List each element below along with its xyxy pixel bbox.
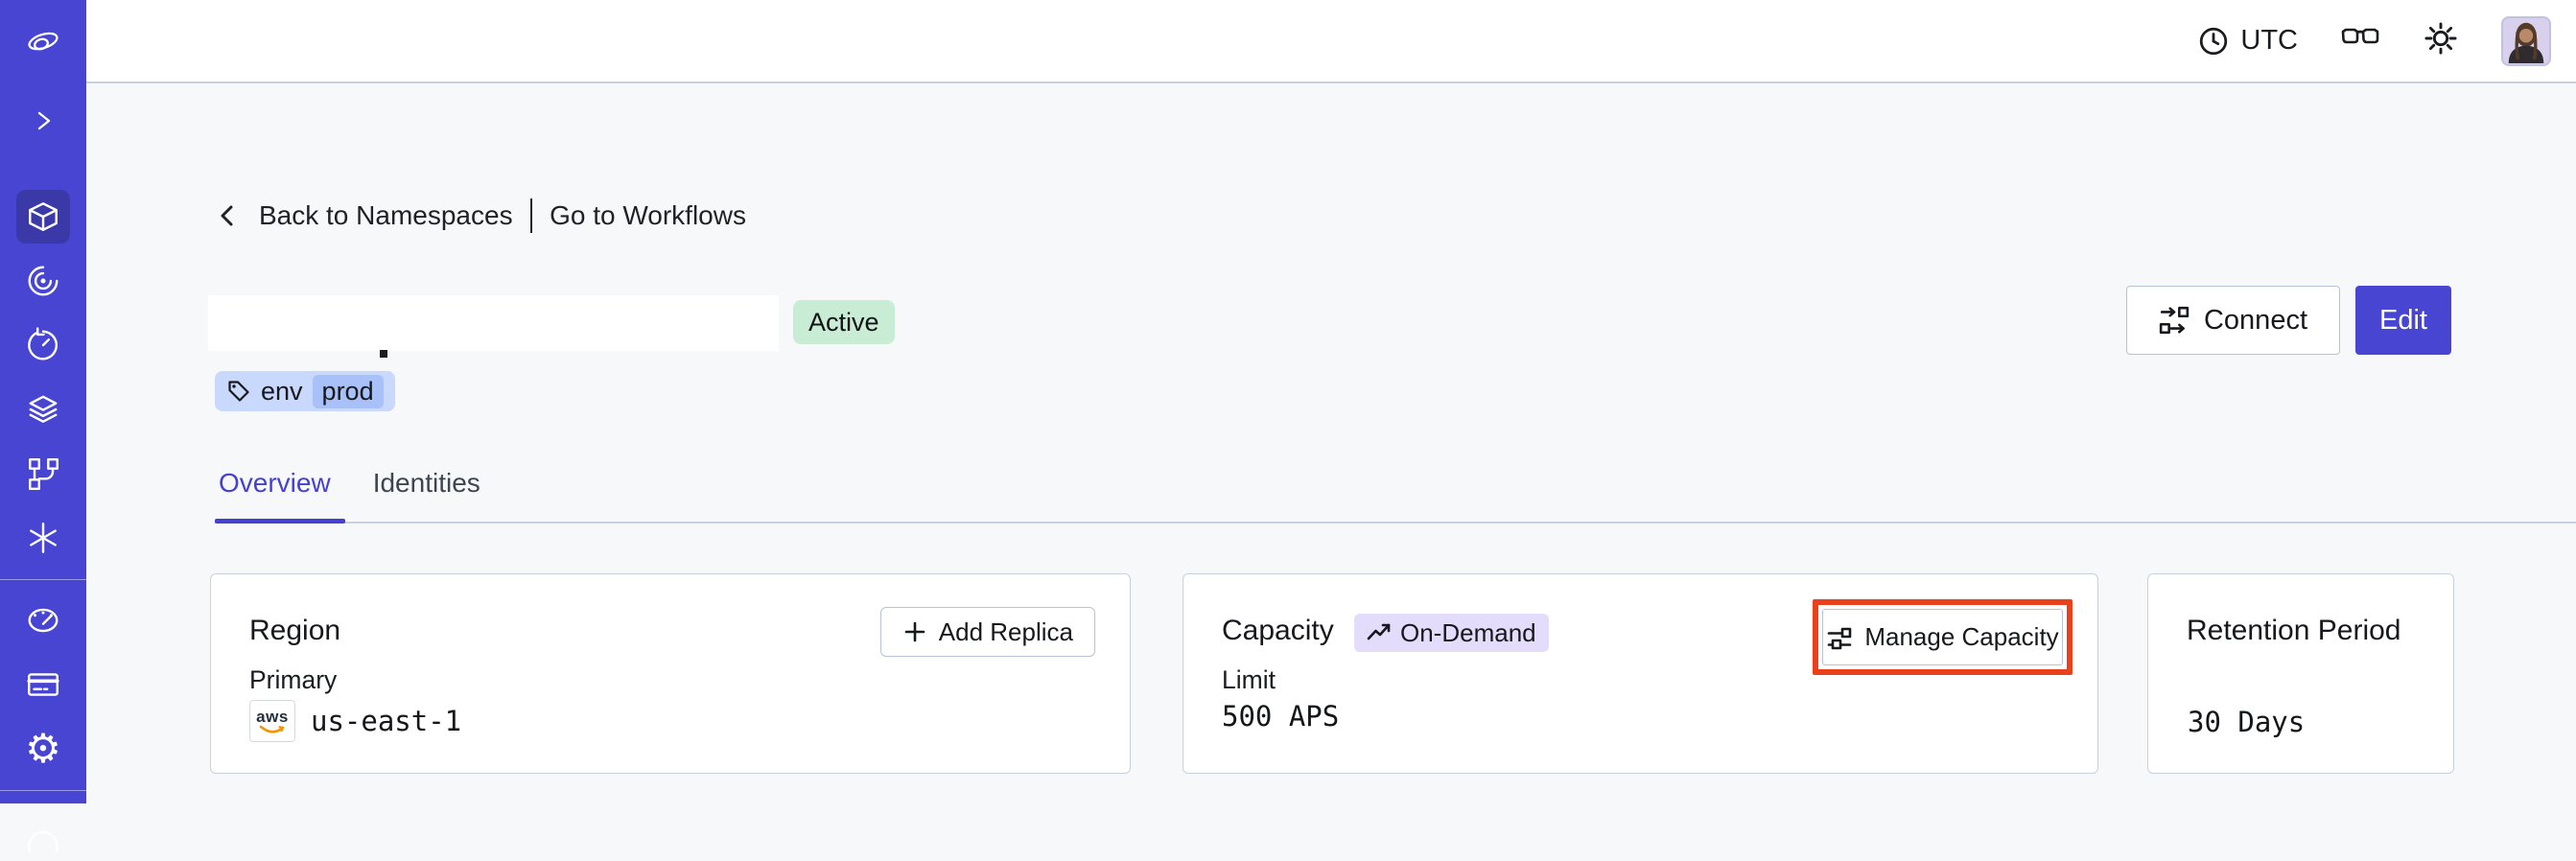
- title-artifact-dot: [380, 350, 387, 358]
- namespace-tag[interactable]: env prod: [215, 371, 395, 411]
- timezone-selector[interactable]: UTC: [2198, 25, 2298, 57]
- tag-key: env: [261, 376, 303, 406]
- connect-button-label: Connect: [2203, 304, 2307, 336]
- billing-card-icon: [27, 673, 59, 696]
- sidebar-item-batch-operations[interactable]: [16, 447, 70, 500]
- sidebar-divider: [0, 579, 86, 580]
- retention-card-title: Retention Period: [2187, 615, 2401, 646]
- annotation-highlight-box: Manage Capacity: [1813, 599, 2073, 675]
- glasses-icon: [2341, 28, 2379, 44]
- avatar-image: [2508, 22, 2544, 63]
- breadcrumb-separator: [529, 198, 533, 233]
- tag-value-chip: prod: [312, 374, 384, 408]
- schedules-clock-icon: [28, 327, 59, 361]
- app-root: ⚙ UTC: [0, 0, 2576, 803]
- edit-button[interactable]: Edit: [2355, 286, 2451, 355]
- user-avatar[interactable]: [2501, 15, 2551, 66]
- tab-bar: Overview Identities: [219, 468, 480, 499]
- clock-icon: [2200, 27, 2228, 55]
- status-badge: Active: [793, 300, 895, 344]
- capacity-card-title: Capacity: [1222, 615, 1334, 646]
- aws-smile: [259, 725, 285, 733]
- region-value-row: aws us-east-1: [249, 700, 461, 742]
- trending-up-icon: [1367, 623, 1391, 640]
- theme-toggle-button[interactable]: [2423, 20, 2459, 61]
- capacity-value-row: 500 APS: [1222, 700, 1339, 733]
- capacity-field-label: Limit: [1222, 665, 1276, 694]
- add-replica-button[interactable]: Add Replica: [879, 607, 1095, 657]
- sidebar-item-workflows[interactable]: [16, 254, 70, 308]
- region-card: Region Add Replica Primary aws us-east-1: [210, 573, 1131, 774]
- sidebar-item-namespaces[interactable]: [16, 190, 70, 244]
- aws-provider-icon: aws: [249, 700, 295, 742]
- tag-icon: [228, 381, 249, 402]
- deployments-layers-icon: [29, 395, 58, 423]
- usage-gauge-icon: [28, 608, 59, 633]
- plus-icon: [904, 621, 925, 642]
- active-tab-underline: [215, 519, 345, 524]
- main-content: Back to Namespaces Go to Workflows Activ…: [86, 85, 2576, 803]
- tab-identities[interactable]: Identities: [372, 468, 480, 498]
- connect-button[interactable]: Connect: [2126, 286, 2340, 355]
- capacity-value: 500 APS: [1222, 700, 1340, 733]
- topbar: UTC: [86, 0, 2576, 83]
- settings-gear-icon: ⚙: [25, 725, 61, 772]
- breadcrumb-back-link[interactable]: Back to Namespaces: [259, 200, 513, 230]
- namespace-title-redacted: [208, 295, 779, 351]
- temporal-logo-icon[interactable]: [16, 15, 70, 69]
- ondemand-badge: On-Demand: [1354, 614, 1549, 652]
- retention-card: Retention Period 30 Days: [2147, 573, 2454, 774]
- region-card-title: Region: [249, 615, 341, 646]
- sidebar-item-usage[interactable]: [16, 593, 70, 647]
- sidebar: ⚙: [0, 0, 86, 852]
- edit-button-label: Edit: [2379, 304, 2427, 336]
- timezone-label: UTC: [2240, 25, 2298, 56]
- namespaces-cube-icon: [29, 202, 58, 231]
- sidebar-item-billing[interactable]: [16, 658, 70, 711]
- sidebar-item-schedules[interactable]: [16, 318, 70, 372]
- breadcrumb: Back to Namespaces Go to Workflows: [215, 193, 746, 239]
- connect-flow-icon: [2159, 306, 2190, 335]
- add-replica-label: Add Replica: [938, 617, 1073, 646]
- sidebar-nav-primary: [16, 190, 70, 575]
- support-circle-icon: [28, 830, 59, 852]
- sliders-icon: [1828, 627, 1852, 649]
- sidebar-divider: [0, 790, 86, 791]
- sun-theme-icon: [2424, 22, 2457, 55]
- batch-branch-icon: [29, 458, 59, 491]
- sidebar-nav-secondary: ⚙: [16, 593, 70, 786]
- header-actions: Connect Edit: [2126, 286, 2451, 355]
- manage-capacity-label: Manage Capacity: [1864, 622, 2059, 651]
- expand-sidebar-chevron-icon[interactable]: [16, 94, 70, 148]
- ondemand-badge-label: On-Demand: [1400, 617, 1536, 647]
- sidebar-item-nexus[interactable]: [16, 511, 70, 565]
- capacity-card: Capacity On-Demand Manage Capacity Limit: [1183, 573, 2098, 774]
- back-chevron-icon[interactable]: [215, 202, 242, 229]
- workflows-spiral-icon: [28, 266, 59, 296]
- manage-capacity-button[interactable]: Manage Capacity: [1822, 609, 2063, 665]
- tab-overview[interactable]: Overview: [219, 468, 331, 498]
- tab-divider-rule: [215, 522, 2576, 524]
- region-value: us-east-1: [311, 705, 462, 737]
- retention-value: 30 Days: [2188, 706, 2306, 738]
- sidebar-item-settings[interactable]: ⚙: [16, 722, 70, 776]
- sidebar-item-support[interactable]: [16, 807, 70, 861]
- breadcrumb-workflows-link[interactable]: Go to Workflows: [550, 200, 746, 230]
- nexus-asterisk-icon: [30, 523, 57, 553]
- sidebar-item-deployments[interactable]: [16, 383, 70, 436]
- region-field-label: Primary: [249, 665, 338, 694]
- labs-glasses-button[interactable]: [2340, 24, 2380, 58]
